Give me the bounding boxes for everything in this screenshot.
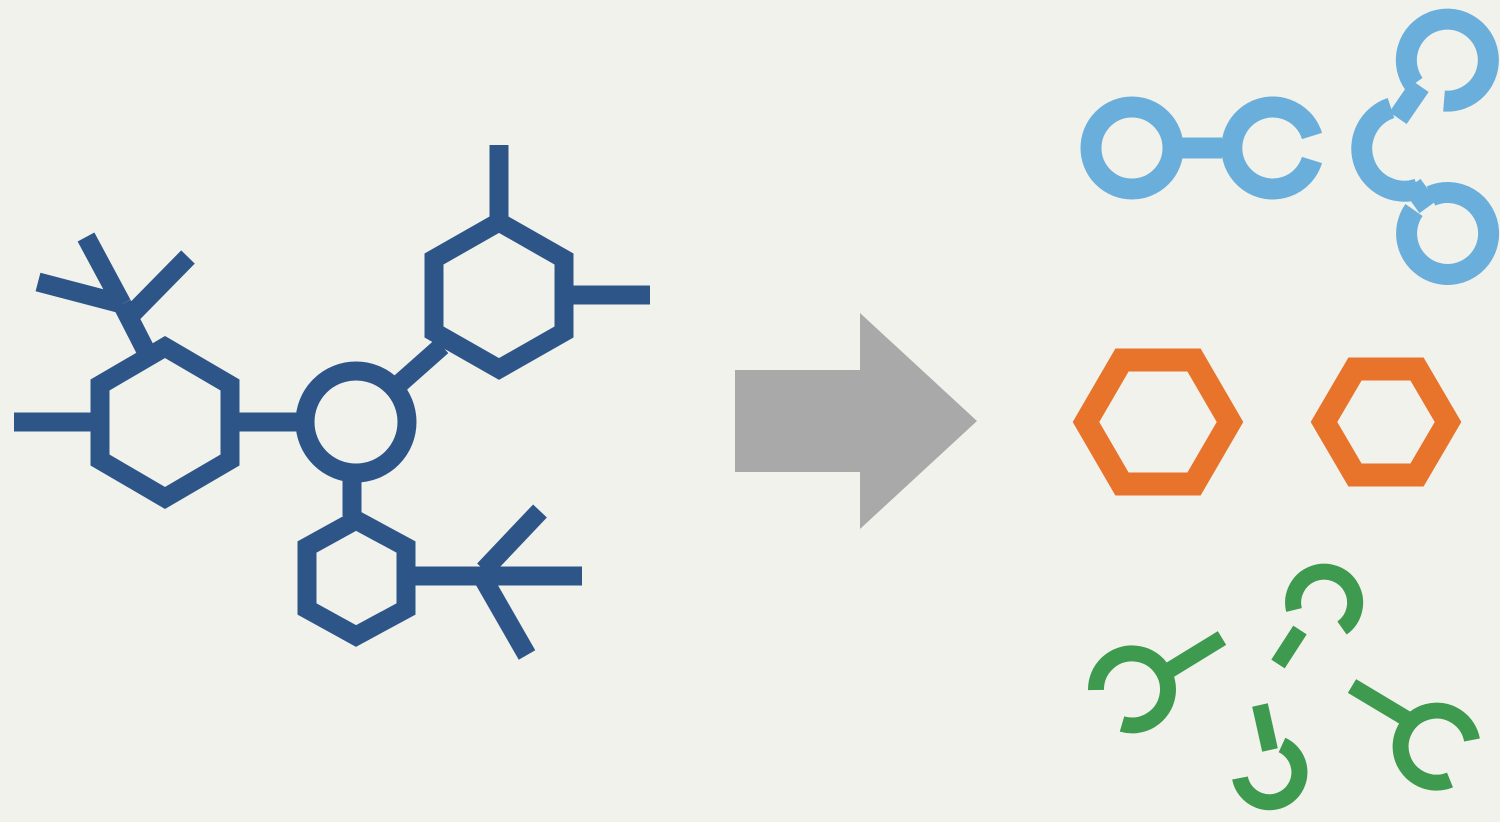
lower-branch-b	[475, 575, 536, 660]
upper-left-branch-a	[35, 272, 125, 314]
upper-left-stem	[113, 299, 154, 354]
green-fragment-left-hook	[1087, 645, 1176, 734]
green-fragment-right-hook	[1392, 702, 1480, 791]
upper-left-branch-b	[77, 232, 131, 309]
blue-link-2	[1389, 80, 1429, 124]
upper-right-hexagon-ring	[424, 211, 574, 380]
green-fragment-middle-bond	[1252, 703, 1278, 752]
upper-left-branch-c	[126, 250, 195, 320]
blue-open-ring-top	[1395, 8, 1499, 112]
right-arrow-icon	[735, 313, 977, 529]
green-fragment-left-bond	[1155, 631, 1227, 683]
left-hexagon-ring	[90, 335, 240, 510]
green-fragment-right-bond	[1347, 679, 1417, 729]
lower-branch-a	[477, 504, 547, 577]
green-fragment-middle-hook	[1232, 737, 1308, 811]
upper-connector-bond	[391, 338, 449, 393]
hexagon-rings-icon	[1072, 348, 1462, 496]
linked-rings-icon	[1080, 8, 1500, 285]
molecule-fragments-icon	[1087, 563, 1480, 811]
lower-hexagon-ring	[297, 509, 416, 647]
blue-open-ring-2	[1221, 96, 1323, 200]
blue-open-ring-bottom	[1396, 182, 1500, 285]
branched-molecule-icon	[14, 145, 650, 660]
central-ring	[295, 361, 417, 483]
blue-link-3	[1403, 178, 1437, 214]
green-fragment-top-hook	[1285, 563, 1364, 635]
orange-hexagon-large	[1072, 348, 1244, 496]
blue-ring-1	[1080, 96, 1184, 200]
green-fragment-top-bond	[1271, 625, 1307, 669]
orange-hexagon-small	[1310, 357, 1462, 487]
blue-open-ring-3	[1351, 98, 1422, 202]
